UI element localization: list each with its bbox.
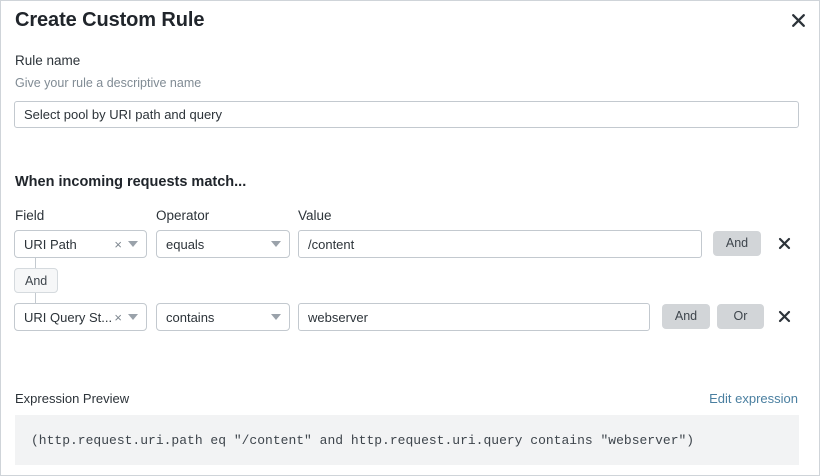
operator-select-1[interactable]: equals — [156, 230, 290, 258]
field-select-2-value: URI Query St... — [24, 309, 113, 325]
chevron-down-icon[interactable] — [271, 241, 281, 247]
conditions-section-heading: When incoming requests match... — [15, 174, 247, 190]
rule-name-input[interactable] — [14, 101, 799, 128]
chevron-down-icon[interactable] — [128, 314, 138, 320]
field-select-1-value: URI Path — [24, 236, 77, 252]
edit-expression-link[interactable]: Edit expression — [709, 391, 798, 406]
add-and-condition-button-1[interactable]: And — [713, 231, 761, 256]
condition-connector-and[interactable]: And — [14, 268, 59, 293]
chevron-down-icon[interactable] — [271, 314, 281, 320]
connector-line-bottom — [35, 293, 36, 303]
add-and-condition-button-2[interactable]: And — [662, 304, 710, 329]
field-select-2[interactable]: URI Query St... × — [14, 303, 147, 331]
value-input-2[interactable] — [298, 303, 650, 331]
connector-line-top — [35, 258, 36, 269]
chevron-down-icon[interactable] — [128, 241, 138, 247]
expression-preview-box: (http.request.uri.path eq "/content" and… — [15, 415, 799, 465]
rule-name-description: Give your rule a descriptive name — [15, 76, 202, 90]
expression-preview-text: (http.request.uri.path eq "/content" and… — [31, 432, 695, 448]
field-select-1[interactable]: URI Path × — [14, 230, 147, 258]
add-or-condition-button-2[interactable]: Or — [717, 304, 764, 329]
column-header-field: Field — [15, 208, 45, 223]
column-header-value: Value — [298, 208, 332, 223]
operator-select-2-value: contains — [166, 309, 215, 325]
operator-select-1-value: equals — [166, 236, 205, 252]
rule-name-label: Rule name — [15, 53, 81, 68]
clear-icon[interactable]: × — [114, 236, 122, 252]
clear-icon[interactable]: × — [114, 309, 122, 325]
close-icon[interactable] — [785, 7, 811, 33]
expression-preview-label: Expression Preview — [15, 391, 130, 406]
delete-condition-button-1[interactable] — [774, 233, 794, 253]
column-header-operator: Operator — [156, 208, 210, 223]
operator-select-2[interactable]: contains — [156, 303, 290, 331]
modal-title: Create Custom Rule — [15, 9, 205, 31]
value-input-1[interactable] — [298, 230, 702, 258]
delete-condition-button-2[interactable] — [774, 306, 794, 326]
